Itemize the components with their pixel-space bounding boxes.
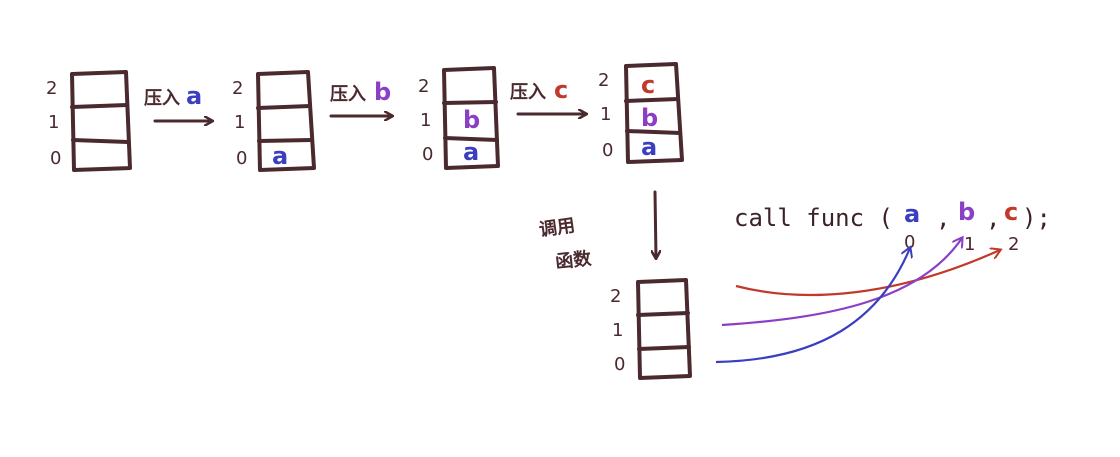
stack-index-0: 0 [422, 144, 433, 165]
call-arg-b: b [958, 198, 975, 226]
push-step-c: 压入 c [510, 76, 586, 114]
call-suffix: ); [1022, 204, 1051, 232]
call-label-line2: 函数 [554, 247, 593, 273]
stack-after-push-a: 2 1 0 a [232, 70, 316, 172]
call-step: 调用 函数 [538, 190, 656, 273]
push-step-b: 压入 b [329, 78, 392, 116]
arg-position-0: 0 [904, 232, 915, 253]
push-letter-a: a [186, 82, 202, 110]
mapping-curve-c [735, 250, 1000, 297]
stack-index-1: 1 [420, 110, 431, 131]
stack-index-0: 0 [614, 354, 625, 375]
stack-index-2: 2 [46, 78, 57, 99]
arg-position-2: 2 [1008, 234, 1019, 255]
push-verb: 压入 [330, 84, 366, 105]
push-letter-c: c [554, 76, 568, 104]
arg-position-1: 1 [964, 234, 975, 255]
call-arg-c: c [1004, 198, 1018, 226]
stack-cell-a: a [641, 133, 657, 161]
mapping-curve-b [721, 238, 962, 327]
stack-index-0: 0 [602, 140, 613, 161]
stack-index-2: 2 [418, 76, 429, 97]
stack-index-1: 1 [612, 320, 623, 341]
push-letter-b: b [374, 78, 391, 106]
stack-index-1: 1 [600, 104, 611, 125]
stack-index-2: 2 [598, 70, 609, 91]
call-arg-a: a [904, 200, 920, 228]
stack-index-2: 2 [610, 286, 621, 307]
call-arrow [655, 190, 656, 258]
stack-cell-b: b [641, 104, 658, 132]
push-step-a: 压入 a [144, 82, 212, 121]
stack-index-1: 1 [48, 112, 59, 133]
push-verb: 压入 [144, 88, 180, 109]
call-prefix: call func ( [734, 204, 893, 232]
stack-after-push-b: 2 1 0 b a [418, 66, 500, 170]
stack-cell-b: b [463, 106, 480, 134]
stack-index-0: 0 [50, 148, 61, 169]
stack-function-frame: 2 1 0 [610, 278, 692, 380]
mapping-curve-a [715, 248, 910, 364]
stack-index-1: 1 [234, 112, 245, 133]
call-separator: , [936, 204, 950, 232]
stack-cell-a: a [272, 142, 288, 170]
push-verb: 压入 [510, 82, 546, 103]
stack-cell-c: c [641, 71, 655, 99]
stack-cell-a: a [463, 138, 479, 166]
stack-index-2: 2 [232, 78, 243, 99]
stack-empty-initial: 2 1 0 [46, 70, 132, 172]
stack-index-0: 0 [236, 148, 247, 169]
call-separator: , [986, 204, 1000, 232]
call-label-line1: 调用 [538, 215, 577, 241]
stack-after-push-c: 2 1 0 c b a [598, 62, 684, 164]
call-expression: call func ( a , b , c ); 0 1 2 [734, 198, 1051, 255]
